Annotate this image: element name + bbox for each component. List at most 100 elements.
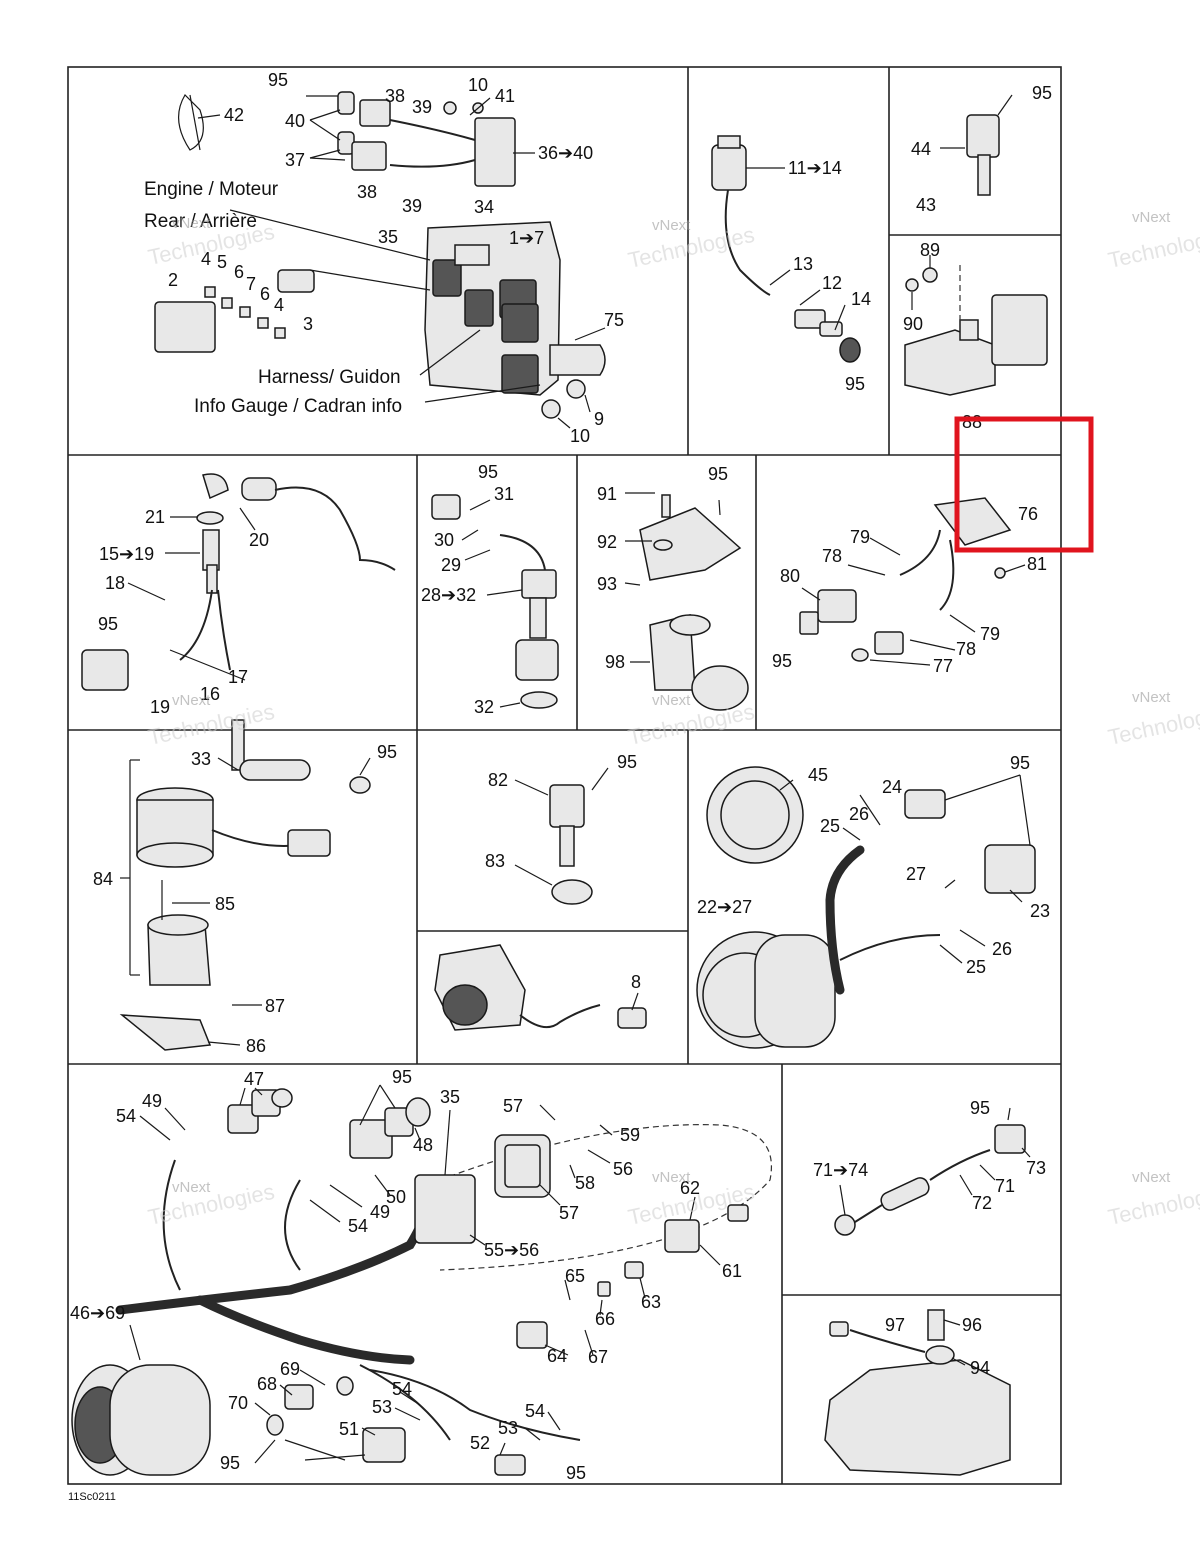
label-95: 95 xyxy=(377,742,397,762)
label-6: 6 xyxy=(260,284,270,304)
label-28-32: 28➔32 xyxy=(421,585,476,605)
label-77: 77 xyxy=(933,656,953,676)
watermark-brand: vNext xyxy=(172,215,211,232)
label-53: 53 xyxy=(372,1397,392,1417)
label-85: 85 xyxy=(215,894,235,914)
label-26: 26 xyxy=(849,804,869,824)
label-95: 95 xyxy=(1032,83,1052,103)
label-95: 95 xyxy=(220,1453,240,1473)
label-94: 94 xyxy=(970,1358,990,1378)
label-36: 36➔40 xyxy=(538,143,593,163)
watermark-text: Technologies xyxy=(1106,222,1200,273)
label-91: 91 xyxy=(597,484,617,504)
label-62: 62 xyxy=(680,1178,700,1198)
label-29: 29 xyxy=(441,555,461,575)
label-54: 54 xyxy=(392,1379,412,1399)
label-16: 16 xyxy=(200,684,220,704)
label-24: 24 xyxy=(882,777,902,797)
label-30: 30 xyxy=(434,530,454,550)
label-88: 88 xyxy=(962,412,982,432)
watermark-brand: vNext xyxy=(1132,209,1171,226)
label-95: 95 xyxy=(708,464,728,484)
label-57: 57 xyxy=(559,1203,579,1223)
label-37: 37 xyxy=(285,150,305,170)
label-31: 31 xyxy=(494,484,514,504)
panel-bracket xyxy=(624,492,749,711)
label-47: 47 xyxy=(244,1069,264,1089)
watermark-text: Technologies xyxy=(1106,1179,1200,1230)
label-71-74: 71➔74 xyxy=(813,1160,868,1180)
label-54: 54 xyxy=(525,1401,545,1421)
label-95: 95 xyxy=(566,1463,586,1483)
panel-sensor-82 xyxy=(514,767,609,905)
label-87: 87 xyxy=(265,996,285,1016)
label-12: 12 xyxy=(822,273,842,293)
label-33: 33 xyxy=(191,749,211,769)
panel-cable-71 xyxy=(834,1107,1031,1236)
label-95: 95 xyxy=(970,1098,990,1118)
label-83: 83 xyxy=(485,851,505,871)
label-4: 4 xyxy=(274,295,284,315)
panel-grid xyxy=(67,66,1062,1485)
label-79: 79 xyxy=(850,527,870,547)
label-48: 48 xyxy=(413,1135,433,1155)
label-54: 54 xyxy=(116,1106,136,1126)
label-55-56: 55➔56 xyxy=(484,1240,539,1260)
label-59: 59 xyxy=(620,1125,640,1145)
label-3: 3 xyxy=(303,314,313,334)
label-95: 95 xyxy=(392,1067,412,1087)
label-4: 4 xyxy=(201,249,211,269)
label-78: 78 xyxy=(822,546,842,566)
label-70: 70 xyxy=(228,1393,248,1413)
label-82: 82 xyxy=(488,770,508,790)
label-95: 95 xyxy=(617,752,637,772)
label-25: 25 xyxy=(966,957,986,977)
label-45: 45 xyxy=(808,765,828,785)
label-61: 61 xyxy=(722,1261,742,1281)
label-52: 52 xyxy=(470,1433,490,1453)
label-95: 95 xyxy=(478,462,498,482)
label-27: 27 xyxy=(906,864,926,884)
label-95: 95 xyxy=(98,614,118,634)
label-25: 25 xyxy=(820,816,840,836)
label-23: 23 xyxy=(1030,901,1050,921)
label-2: 2 xyxy=(168,270,178,290)
label-43: 43 xyxy=(916,195,936,215)
label-63: 63 xyxy=(641,1292,661,1312)
label-53: 53 xyxy=(498,1418,518,1438)
watermark-text: Technologies xyxy=(626,699,757,750)
label-73: 73 xyxy=(1026,1158,1046,1178)
figure-code: 11Sc0211 xyxy=(68,1491,116,1503)
panel-sensor-8 xyxy=(434,944,647,1031)
label-22-27: 22➔27 xyxy=(697,897,752,917)
label-64: 64 xyxy=(547,1346,567,1366)
label-38: 38 xyxy=(385,86,405,106)
label-15-19: 15➔19 xyxy=(99,544,154,564)
label-57: 57 xyxy=(503,1096,523,1116)
watermark-brand: vNext xyxy=(172,1179,211,1196)
label-13: 13 xyxy=(793,254,813,274)
label-96: 96 xyxy=(962,1315,982,1335)
label-66: 66 xyxy=(595,1309,615,1329)
label-5: 5 xyxy=(217,252,227,272)
label-97: 97 xyxy=(885,1315,905,1335)
label-84: 84 xyxy=(93,869,113,889)
label-39: 39 xyxy=(412,97,432,117)
label-32: 32 xyxy=(474,697,494,717)
watermark-text: Technologies xyxy=(1106,699,1200,750)
caption-rear: Rear / Arrière xyxy=(144,211,257,232)
watermark-text: Technologies xyxy=(146,1179,277,1230)
panel-housing-94 xyxy=(824,1309,1011,1476)
label-42: 42 xyxy=(224,105,244,125)
label-90: 90 xyxy=(903,314,923,334)
label-10: 10 xyxy=(570,426,590,446)
label-35: 35 xyxy=(440,1087,460,1107)
label-20: 20 xyxy=(249,530,269,550)
label-19: 19 xyxy=(150,697,170,717)
panel-valve xyxy=(904,255,1048,396)
label-7: 7 xyxy=(246,274,256,294)
label-58: 58 xyxy=(575,1173,595,1193)
label-21: 21 xyxy=(145,507,165,527)
label-17: 17 xyxy=(228,667,248,687)
caption-engine: Engine / Moteur xyxy=(144,179,279,200)
